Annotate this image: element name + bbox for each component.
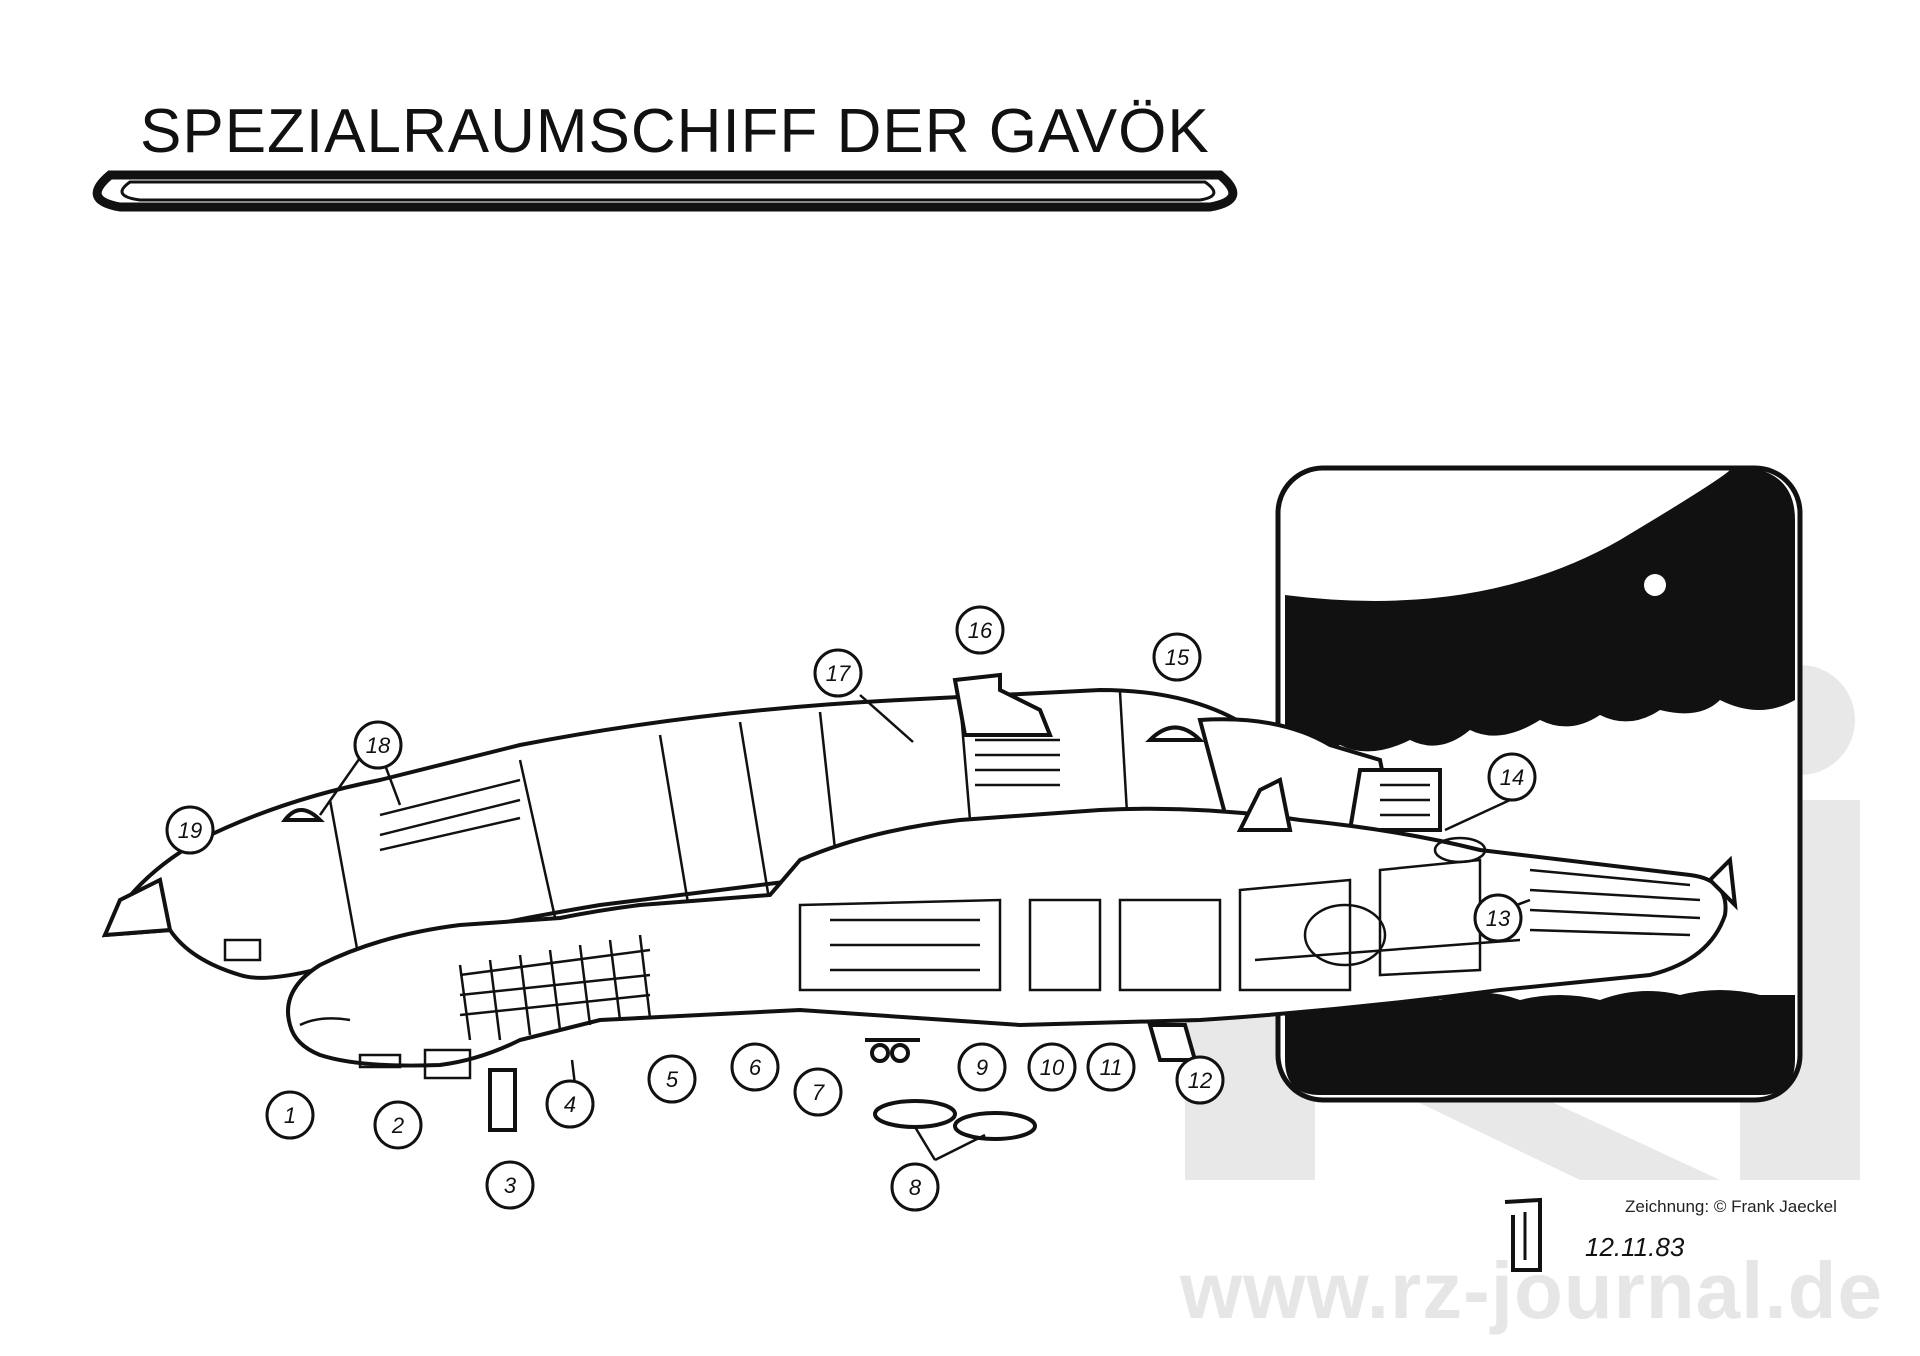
callout-label-14: 14 (1500, 765, 1524, 790)
callout-label-1: 1 (284, 1103, 296, 1128)
callout-label-12: 12 (1188, 1068, 1212, 1093)
callout-circle-1 (265, 1090, 315, 1140)
callout-label-16: 16 (968, 618, 993, 643)
lower-ship-hull (286, 777, 1738, 1132)
date-text: 12.11.83 (1585, 1232, 1685, 1262)
callout-circle-2 (373, 1100, 423, 1150)
callout-label-18: 18 (366, 733, 391, 758)
callout-label-9: 9 (976, 1055, 988, 1080)
callout-label-2: 2 (391, 1113, 404, 1138)
callout-circle-8 (890, 1162, 940, 1212)
callout-circle-10 (1027, 1042, 1077, 1092)
callout-circle-19 (165, 805, 215, 855)
star-dot (1644, 574, 1666, 596)
page-title: SPEZIALRAUMSCHIFF DER GAVÖK (140, 97, 1210, 166)
callout-label-5: 5 (666, 1067, 679, 1092)
title-underline (92, 170, 1238, 212)
callout-circle-9 (957, 1042, 1007, 1092)
callout-circle-5 (647, 1054, 697, 1104)
callout-label-6: 6 (749, 1055, 762, 1080)
callout-circle-3 (485, 1160, 535, 1210)
artist-monogram (1504, 1197, 1542, 1272)
watermark-text: www.rz-journal.de (1180, 1246, 1883, 1335)
callout-label-15: 15 (1165, 645, 1190, 670)
callout-circle-15 (1152, 632, 1202, 682)
callout-circle-6 (730, 1042, 780, 1092)
escape-pods (873, 1099, 1037, 1141)
callout-label-19: 19 (178, 818, 202, 843)
callout-label-4: 4 (564, 1092, 576, 1117)
callout-label-11: 11 (1100, 1055, 1123, 1080)
callout-circle-4 (545, 1079, 595, 1129)
callout-circle-17 (813, 648, 863, 698)
callout-circle-18 (353, 720, 403, 770)
credit-text: Zeichnung: © Frank Jaeckel (1625, 1197, 1837, 1216)
callout-label-8: 8 (909, 1175, 922, 1200)
callout-circle-13 (1473, 893, 1523, 943)
callout-circle-7 (793, 1067, 843, 1117)
callout-label-10: 10 (1040, 1055, 1065, 1080)
callout-label-7: 7 (812, 1080, 825, 1105)
callout-label-13: 13 (1486, 906, 1511, 931)
callout-circle-14 (1487, 752, 1537, 802)
callout-label-3: 3 (504, 1173, 517, 1198)
callout-circle-11 (1086, 1042, 1136, 1092)
callout-circle-16 (955, 605, 1005, 655)
callout-label-17: 17 (826, 661, 851, 686)
callout-circle-12 (1175, 1055, 1225, 1105)
